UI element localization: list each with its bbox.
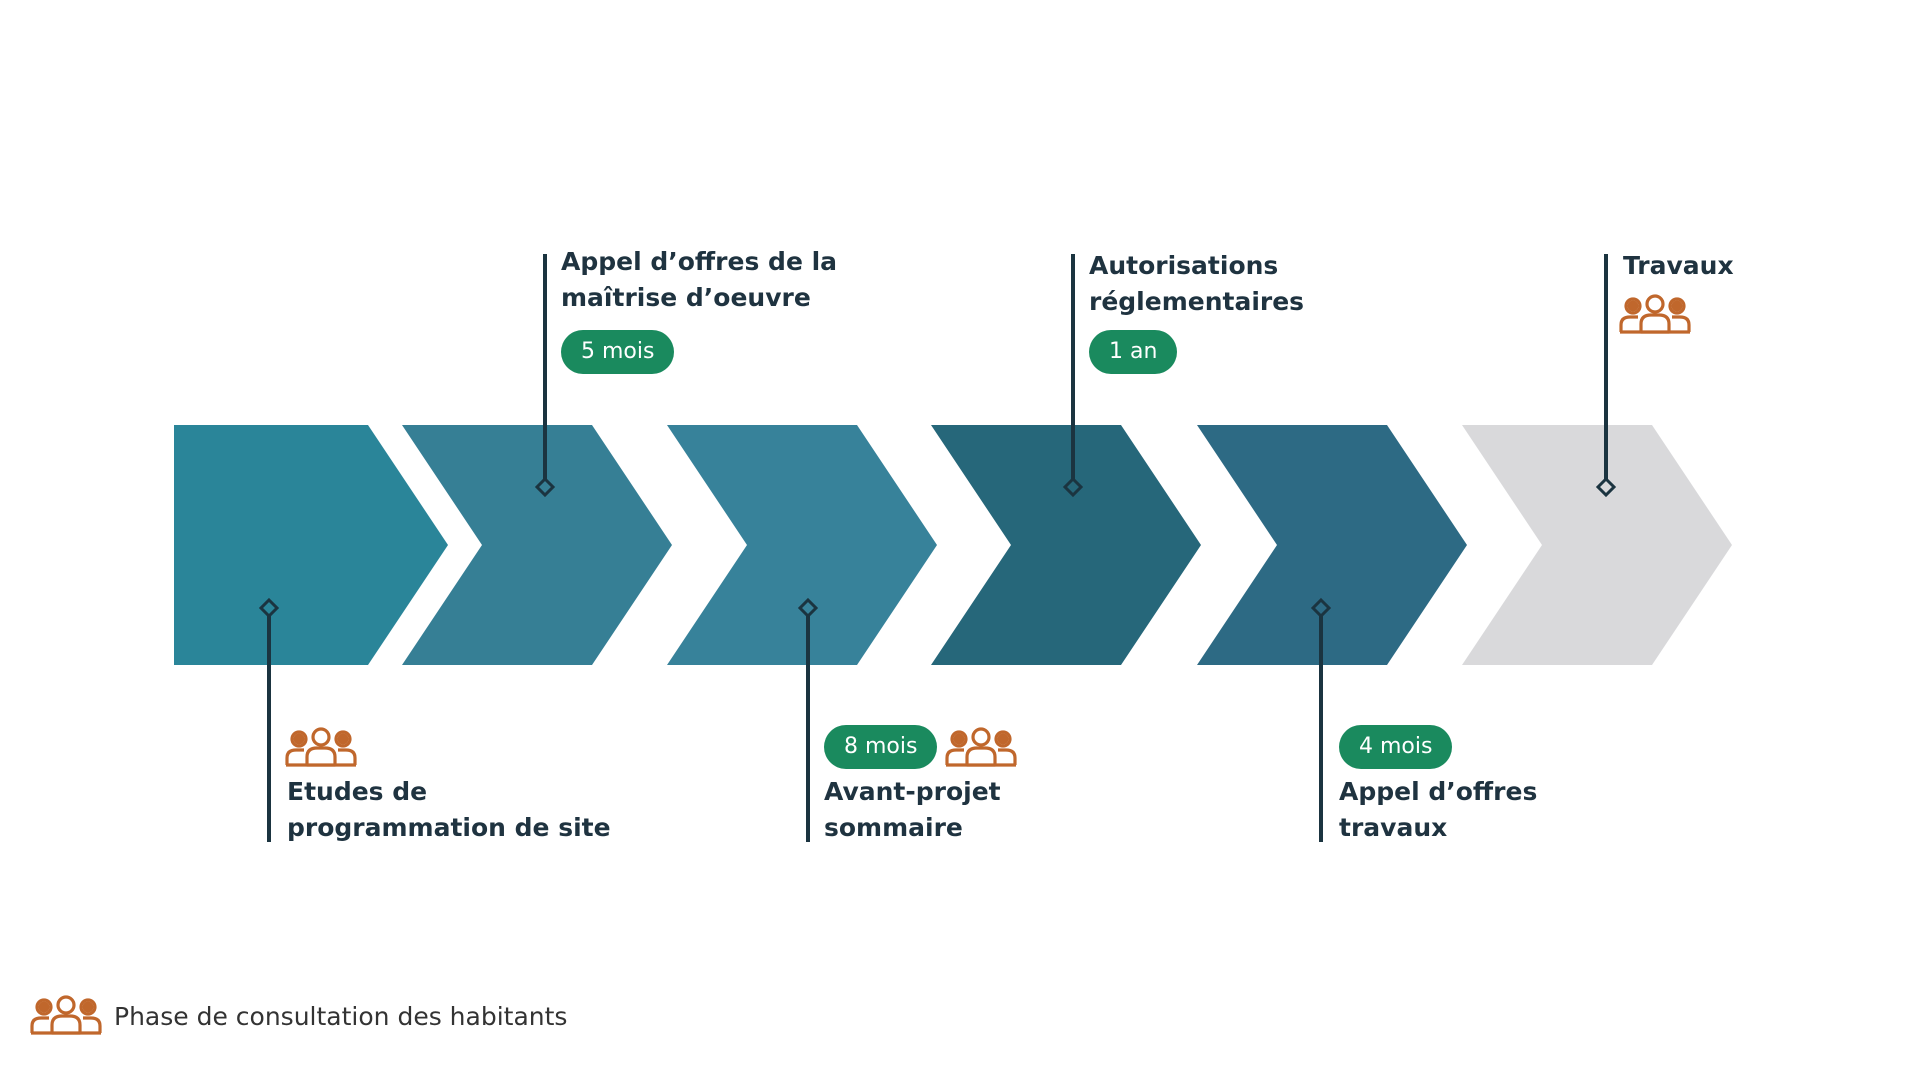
- phase-label-1: Etudes de programmation de site: [287, 774, 611, 846]
- milestone-diamond-2: [534, 476, 556, 498]
- people-group-icon: [30, 995, 102, 1035]
- people-group-icon: [945, 727, 1017, 767]
- phase-label-line: Autorisations: [1089, 251, 1279, 280]
- milestone-diamond-6: [1595, 476, 1617, 498]
- phase-label-line: Appel d’offres de la: [561, 247, 838, 276]
- phase-label-line: réglementaires: [1089, 287, 1305, 316]
- phase-label-line: Travaux: [1623, 251, 1734, 280]
- phase-label-4: Autorisations réglementaires: [1089, 248, 1304, 320]
- milestone-diamond-1: [258, 597, 280, 619]
- chevron-phase-1: [174, 425, 448, 665]
- chevron-phase-3: [667, 425, 937, 665]
- phase-label-line: travaux: [1339, 813, 1448, 842]
- chevron-phase-5: [1197, 425, 1467, 665]
- phase-label-line: Avant-projet: [824, 777, 1001, 806]
- phase-label-line: sommaire: [824, 813, 963, 842]
- phase-label-6: Travaux: [1623, 248, 1734, 284]
- phase-label-line: programmation de site: [287, 813, 611, 842]
- phase-label-3: Avant-projet sommaire: [824, 774, 1001, 846]
- milestone-diamond-4: [1062, 476, 1084, 498]
- duration-badge-2: 5 mois: [561, 330, 675, 374]
- milestone-diamond-3: [797, 597, 819, 619]
- legend-text: Phase de consultation des habitants: [114, 1002, 568, 1031]
- phase-label-line: maîtrise d’oeuvre: [561, 283, 811, 312]
- phase-label-2: Appel d’offres de la maîtrise d’oeuvre: [561, 244, 837, 316]
- phase-label-line: Appel d’offres: [1339, 777, 1538, 806]
- chevron-phase-6: [1462, 425, 1732, 665]
- chevron-phase-2: [402, 425, 672, 665]
- duration-badge-3: 8 mois: [824, 725, 938, 769]
- phase-label-line: Etudes de: [287, 777, 428, 806]
- chevron-phase-4: [931, 425, 1201, 665]
- milestone-diamond-5: [1310, 597, 1332, 619]
- duration-badge-5: 4 mois: [1339, 725, 1453, 769]
- people-group-icon: [285, 727, 357, 767]
- people-group-icon: [1619, 294, 1691, 334]
- duration-badge-4: 1 an: [1089, 330, 1178, 374]
- phase-label-5: Appel d’offres travaux: [1339, 774, 1537, 846]
